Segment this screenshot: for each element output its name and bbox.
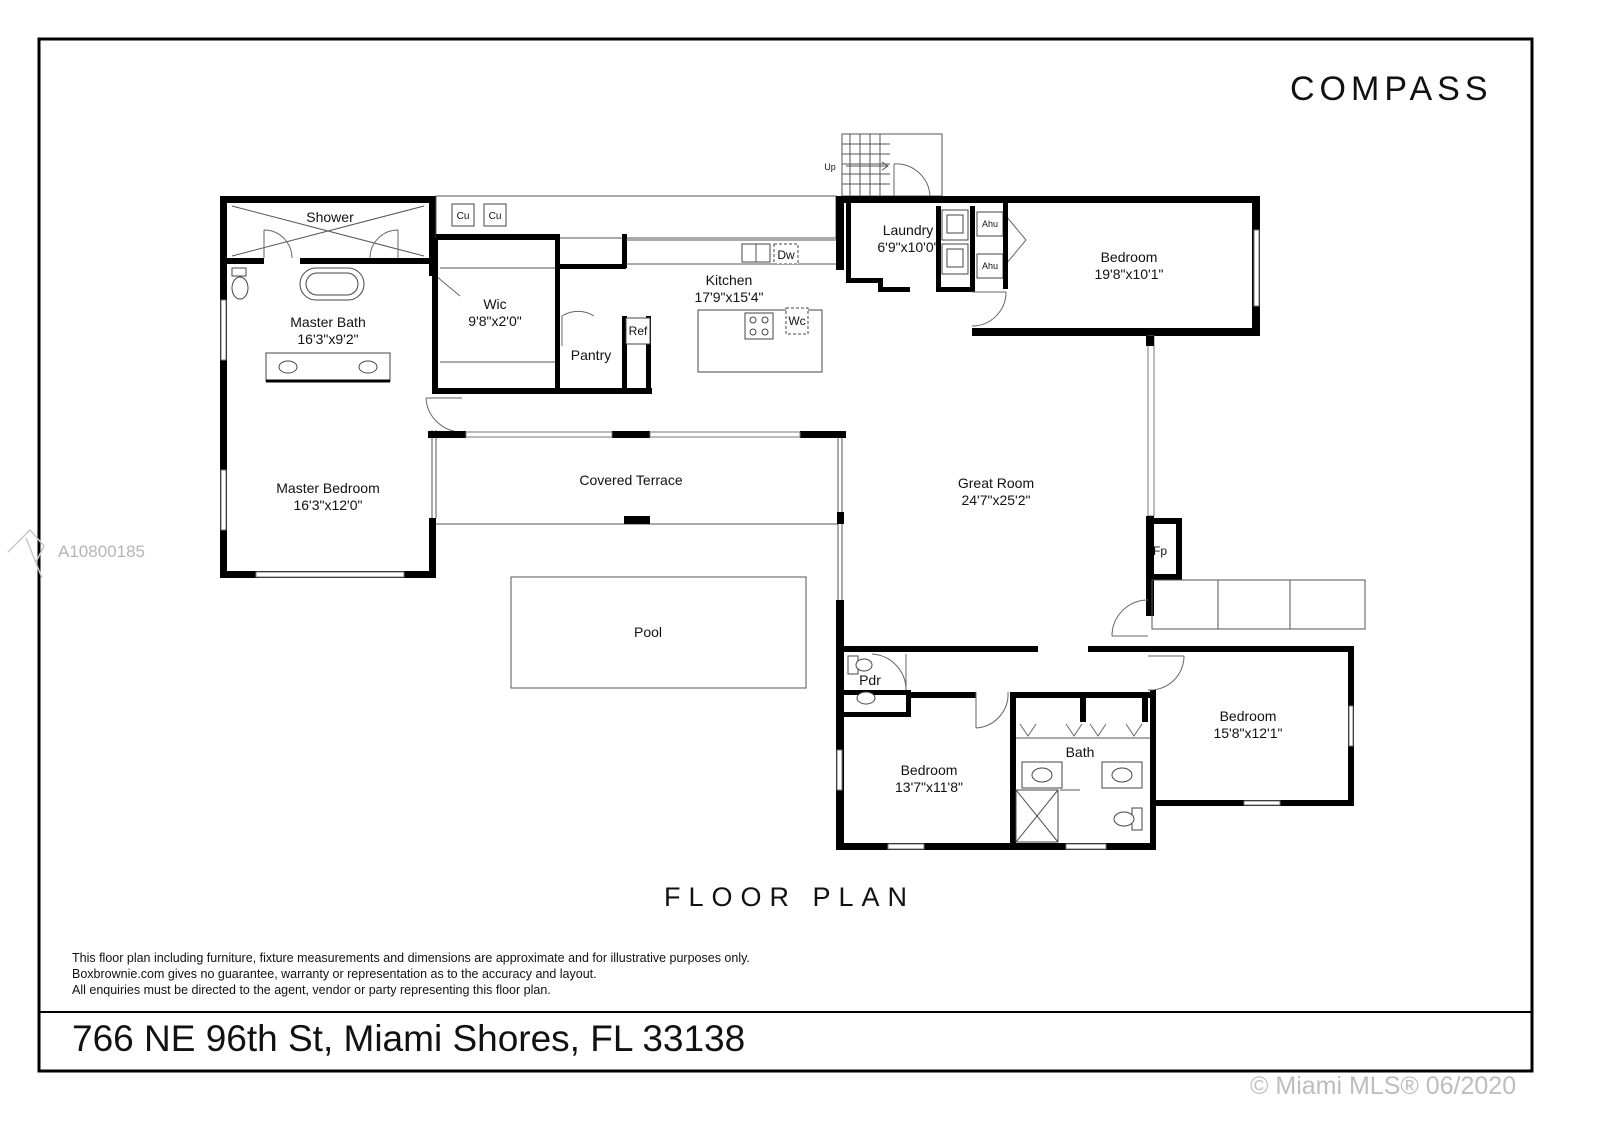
master-bedroom-label: Master Bedroom xyxy=(276,480,379,496)
south-wing xyxy=(836,646,1354,850)
wic-dimensions: 9'8"x2'0" xyxy=(468,313,521,329)
pool-label: Pool xyxy=(634,624,662,640)
up-label: Up xyxy=(824,162,836,172)
wc-label: Wc xyxy=(788,314,805,328)
copyright-watermark: © Miami MLS® 06/2020 xyxy=(1250,1072,1517,1100)
kitchen-area xyxy=(432,195,844,394)
ahu-label-2: Ahu xyxy=(982,261,998,271)
master-bedroom-dimensions: 16'3"x12'0" xyxy=(293,497,362,513)
brand-logo: COMPASS xyxy=(1290,70,1493,108)
mls-watermark-icon xyxy=(7,528,45,579)
pantry-label: Pantry xyxy=(571,347,611,363)
kitchen-dimensions: 17'9"x15'4" xyxy=(694,289,763,305)
bedroom-sw-dimensions: 13'7"x11'8" xyxy=(895,779,963,795)
master-bath-label: Master Bath xyxy=(290,314,365,330)
stairs xyxy=(841,133,943,197)
master-bath-dimensions: 16'3"x9'2" xyxy=(297,331,358,347)
disclaimer-line: This floor plan including furniture, fix… xyxy=(72,951,750,965)
pdr-label: Pdr xyxy=(859,672,881,688)
bedroom-ne xyxy=(972,196,1260,336)
great-room-walls xyxy=(836,335,1366,850)
cu-label-1: Cu xyxy=(457,211,470,222)
disclaimer-line: All enquiries must be directed to the ag… xyxy=(72,983,551,997)
bedroom-ne-dimensions: 19'8"x10'1" xyxy=(1094,266,1163,282)
bedroom-ne-label: Bedroom xyxy=(1101,249,1158,265)
wic-label: Wic xyxy=(483,296,506,312)
dw-label: Dw xyxy=(777,248,795,262)
ahu-label-1: Ahu xyxy=(982,219,998,229)
bedroom-se-dimensions: 15'8"x12'1" xyxy=(1213,725,1282,741)
great-room-dimensions: 24'7"x25'2" xyxy=(961,492,1030,508)
laundry-label: Laundry xyxy=(883,222,934,238)
disclaimer-line: Boxbrownie.com gives no guarantee, warra… xyxy=(72,967,597,981)
bedroom-se-label: Bedroom xyxy=(1220,708,1277,724)
fp-label: Fp xyxy=(1153,544,1167,558)
covered-terrace-label: Covered Terrace xyxy=(579,472,682,488)
ref-label: Ref xyxy=(629,324,648,338)
laundry-room xyxy=(836,196,1260,327)
covered-terrace xyxy=(428,431,846,600)
great-room-label: Great Room xyxy=(958,475,1034,491)
laundry-dimensions: 6'9"x10'0" xyxy=(877,239,938,255)
bedroom-sw-label: Bedroom xyxy=(901,762,958,778)
shower-label: Shower xyxy=(306,209,354,225)
kitchen-label: Kitchen xyxy=(706,272,753,288)
disclaimer: This floor plan including furniture, fix… xyxy=(72,950,750,998)
pool-outline xyxy=(510,576,807,689)
bath-label: Bath xyxy=(1066,744,1095,760)
page-frame xyxy=(37,37,1534,1073)
master-suite xyxy=(220,196,463,578)
mls-id-watermark: A10800185 xyxy=(58,542,145,561)
property-address: 766 NE 96th St, Miami Shores, FL 33138 xyxy=(72,1018,746,1059)
page-title: FLOOR PLAN xyxy=(664,882,916,912)
cu-label-2: Cu xyxy=(489,211,502,222)
